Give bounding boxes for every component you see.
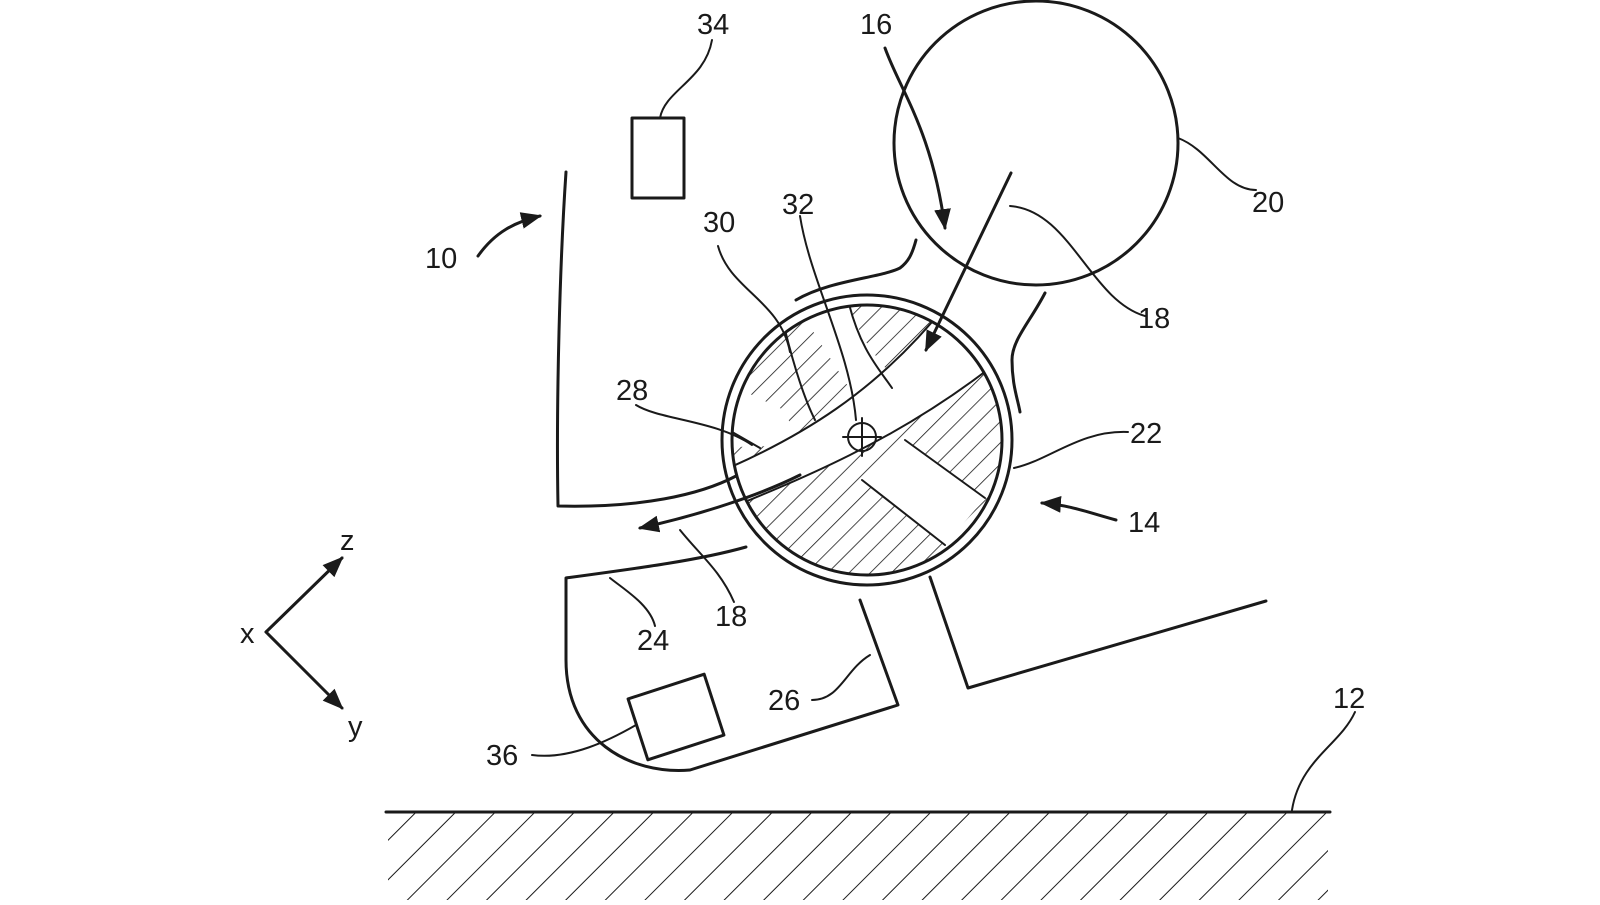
rotation-axis-marker	[842, 417, 882, 457]
leader-24	[609, 577, 656, 627]
arrow-14-pointer	[1039, 495, 1118, 522]
arrow-16-pointer	[883, 46, 951, 231]
leader-30	[717, 245, 791, 353]
sensor-34-box	[630, 116, 686, 200]
label-12: 12	[1333, 683, 1365, 715]
flow-arrow-inlet	[924, 171, 1013, 352]
label-14: 14	[1128, 507, 1160, 539]
sensor-36-box	[626, 672, 726, 762]
label-10: 10	[425, 243, 457, 275]
housing-lower-section	[564, 545, 900, 772]
label-22: 22	[1130, 418, 1162, 450]
flow-arrow-outlet	[637, 473, 802, 533]
passage-left	[732, 380, 800, 448]
leader-26	[811, 654, 871, 701]
coordinate-axes: z x y	[240, 525, 363, 743]
leader-36	[531, 724, 637, 757]
leader-34	[659, 39, 713, 119]
label-20: 20	[1252, 187, 1284, 219]
housing-inlet-wall-right	[1010, 291, 1047, 414]
leader-18-top	[1009, 205, 1146, 317]
leader-12	[1291, 711, 1356, 811]
label-26: 26	[768, 685, 800, 717]
axis-label-z: z	[340, 525, 355, 557]
label-32: 32	[782, 189, 814, 221]
leader-22	[1013, 430, 1129, 469]
label-18-bottom: 18	[715, 601, 747, 633]
axis-label-y: y	[348, 711, 363, 743]
rotary-valve	[720, 293, 1014, 587]
label-28: 28	[616, 375, 648, 407]
label-18-top: 18	[1138, 303, 1170, 335]
leader-28	[635, 404, 753, 446]
ground-surface	[384, 810, 1332, 902]
housing-inlet-wall-left	[794, 238, 918, 302]
label-34: 34	[697, 9, 729, 41]
label-30: 30	[703, 207, 735, 239]
passage-secondary	[800, 305, 920, 445]
label-16: 16	[860, 9, 892, 41]
housing-upper-wall	[555, 170, 738, 508]
leader-18-bottom	[679, 529, 735, 603]
label-36: 36	[486, 740, 518, 772]
housing-lower-right-wall	[928, 575, 1268, 690]
arrow-10-pointer	[476, 212, 543, 258]
container-circle	[892, 0, 1180, 287]
passage-main	[732, 305, 1000, 520]
axis-label-x: x	[240, 618, 255, 650]
label-24: 24	[637, 625, 669, 657]
passage-lower	[862, 440, 985, 545]
leader-20	[1177, 137, 1257, 191]
leader-32	[799, 215, 857, 421]
